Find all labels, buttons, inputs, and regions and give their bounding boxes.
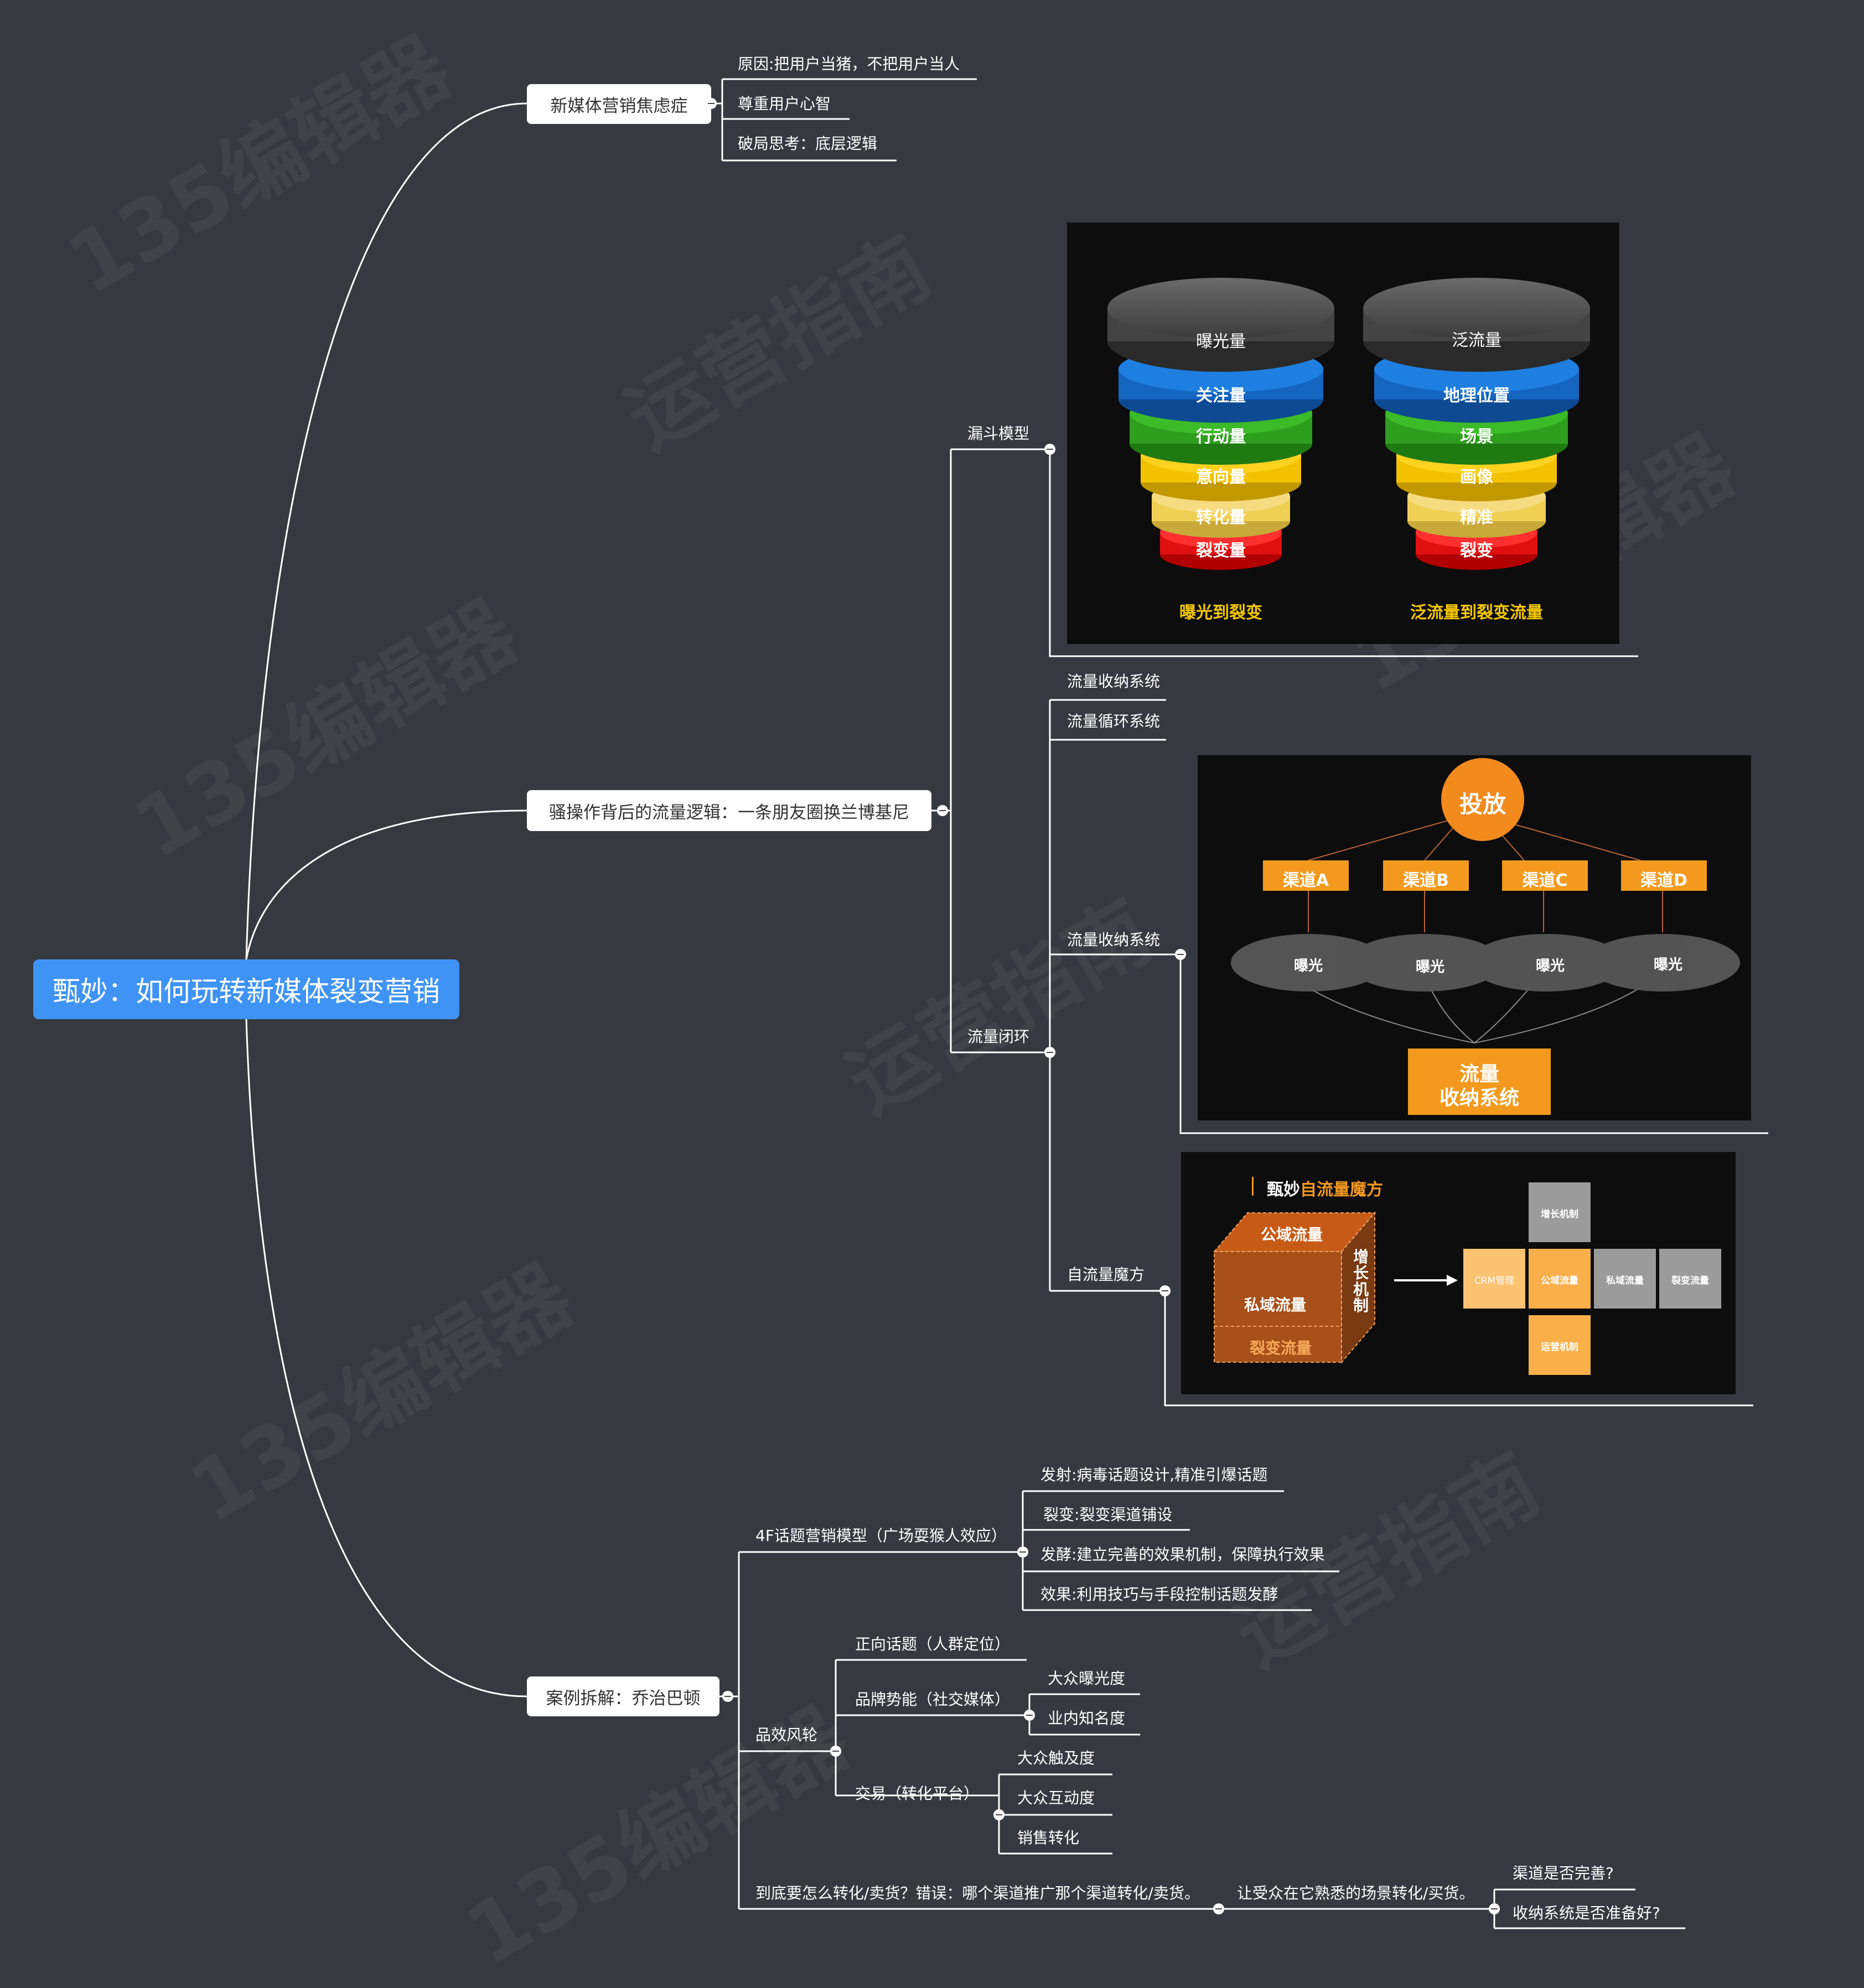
cube-title-prefix: 甄妙	[1267, 1180, 1300, 1200]
subtopic-item[interactable]: 流量收纳系统	[1067, 931, 1161, 949]
flow-sink-label: 流量	[1459, 1063, 1499, 1086]
cube-net-label: 裂变流量	[1671, 1275, 1709, 1286]
collapse-toggle[interactable]	[830, 1746, 841, 1757]
flow-exposure-label: 曝光	[1653, 957, 1682, 973]
subtopic-item[interactable]: 收纳系统是否准备好?	[1513, 1904, 1660, 1922]
flow-exposure-label: 曝光	[1415, 959, 1444, 975]
flow-channel-label: 渠道C	[1522, 871, 1568, 890]
funnel-graphic	[1107, 278, 1590, 570]
cube-net-label: 运营机制	[1541, 1342, 1578, 1353]
flow-sink-label: 收纳系统	[1439, 1087, 1519, 1109]
subtopic-item[interactable]: 破局思考：底层逻辑	[738, 134, 878, 153]
subtopic-item[interactable]: 裂变:裂变渠道铺设	[1043, 1506, 1173, 1524]
funnel-caption: 泛流量到裂变流量	[1410, 603, 1543, 622]
cube-net-label: 公域流量	[1541, 1275, 1578, 1286]
cube-net-label: 私域流量	[1606, 1275, 1644, 1286]
collapse-toggle[interactable]	[1213, 1903, 1224, 1914]
collapse-toggle[interactable]	[1159, 1285, 1171, 1296]
subtopic-item[interactable]: 尊重用户心智	[738, 95, 831, 113]
cube-graphic	[1213, 1177, 1721, 1375]
flow-exposure-label: 曝光	[1293, 958, 1323, 974]
flow-channel-label: 渠道B	[1403, 871, 1449, 890]
flow-exposure-label: 曝光	[1535, 958, 1565, 974]
subtopic-item[interactable]: 原因:把用户当猪，不把用户当人	[738, 55, 960, 73]
funnel-layer-label: 意向量	[1196, 468, 1246, 487]
collapse-toggle[interactable]	[1175, 949, 1186, 960]
cube-face-label: 公域流量	[1260, 1226, 1323, 1244]
collapse-toggle[interactable]	[1044, 1047, 1055, 1058]
subtopic-item[interactable]: 大众曝光度	[1048, 1669, 1126, 1688]
subtopic-item[interactable]: 大众互动度	[1017, 1789, 1095, 1807]
collapse-toggle[interactable]	[1017, 1546, 1028, 1558]
traffic-flow-image: 投放 渠道A 渠道B 渠道C 渠道D 曝光 曝光 曝光 曝光 流量 收纳系统	[1198, 755, 1751, 1120]
subtopic-item[interactable]: 业内知名度	[1048, 1709, 1126, 1727]
collapse-toggle[interactable]	[937, 805, 948, 816]
subtopic-item[interactable]: 效果:利用技巧与手段控制话题发酵	[1040, 1585, 1278, 1603]
subtopic-item[interactable]: 自流量魔方	[1067, 1265, 1145, 1284]
subtopic-item[interactable]: 交易（转化平台）	[855, 1784, 980, 1803]
collapse-toggle[interactable]	[706, 98, 717, 109]
subtopic-item[interactable]: 渠道是否完善?	[1513, 1864, 1614, 1882]
flow-channel-label: 渠道A	[1282, 871, 1329, 890]
funnel-image: 曝光量 关注量 行动量 意向量 转化量 裂变量 曝光到裂变 泛流量 地理位置 场…	[1067, 222, 1619, 644]
cube-face-label: 增长机制	[1353, 1248, 1369, 1315]
root-topic[interactable]: 甄妙：如何玩转新媒体裂变营销	[33, 959, 459, 1019]
funnel-layer-label: 泛流量	[1452, 331, 1501, 350]
funnel-layer-label: 地理位置	[1443, 386, 1510, 406]
funnel-layer-label: 行动量	[1196, 427, 1246, 447]
subtopic-4f-model[interactable]: 4F话题营销模型（广场耍猴人效应）	[755, 1527, 1007, 1545]
collapse-toggle[interactable]	[1044, 444, 1055, 455]
funnel-layer-label: 画像	[1460, 468, 1493, 487]
topic-traffic-logic[interactable]: 骚操作背后的流量逻辑：一条朋友圈换兰博基尼	[527, 790, 931, 831]
cube-net-label: CRM管理	[1474, 1275, 1515, 1286]
subtopic-item[interactable]: 正向话题（人群定位）	[855, 1635, 1011, 1653]
topic-media-anxiety[interactable]: 新媒体营销焦虑症	[527, 84, 711, 124]
collapse-toggle[interactable]	[993, 1809, 1005, 1820]
collapse-toggle[interactable]	[1489, 1903, 1500, 1914]
cube-title: 甄妙自流量魔方	[1267, 1176, 1383, 1200]
cube-net-label: 增长机制	[1541, 1209, 1578, 1220]
funnel-layer-label: 裂变量	[1196, 541, 1246, 560]
topic-case-study[interactable]: 案例拆解：乔治巴顿	[527, 1676, 719, 1716]
cube-face-label: 私域流量	[1244, 1296, 1306, 1314]
subtopic-item[interactable]: 流量收纳系统	[1067, 672, 1161, 691]
subtopic-item[interactable]: 销售转化	[1017, 1829, 1080, 1847]
self-traffic-cube-image: 甄妙自流量魔方 公域流量 私域流量 增长机制 裂变流量 增长机制 CRM管理 公…	[1181, 1152, 1736, 1394]
subtopic-item[interactable]: 品牌势能（社交媒体）	[855, 1690, 1011, 1709]
subtopic-item[interactable]: 大众触及度	[1017, 1749, 1095, 1767]
cube-face-label: 裂变流量	[1249, 1339, 1312, 1357]
subtopic-convert-question[interactable]: 到底要怎么转化/卖货？错误：哪个渠道推广那个渠道转化/卖货。	[755, 1884, 1200, 1902]
funnel-layer-label: 精准	[1460, 508, 1493, 527]
subtopic-convert-answer[interactable]: 让受众在它熟悉的场景转化/买货。	[1237, 1884, 1475, 1902]
subtopic-item[interactable]: 流量循环系统	[1067, 712, 1161, 730]
flow-source-label: 投放	[1459, 791, 1506, 818]
flow-channel-label: 渠道D	[1640, 871, 1687, 890]
funnel-layer-label: 关注量	[1196, 386, 1246, 406]
flow-graphic	[1231, 758, 1740, 1115]
subtopic-traffic-loop[interactable]: 流量闭环	[967, 1027, 1030, 1046]
subtopic-item[interactable]: 发射:病毒话题设计,精准引爆话题	[1040, 1466, 1268, 1484]
subtopic-item[interactable]: 发酵:建立完善的效果机制，保障执行效果	[1040, 1545, 1325, 1564]
cube-title-highlight: 自流量魔方	[1300, 1180, 1383, 1200]
funnel-layer-label: 场景	[1460, 427, 1493, 447]
collapse-toggle[interactable]	[722, 1691, 733, 1702]
collapse-toggle[interactable]	[1024, 1710, 1035, 1721]
funnel-layer-label: 转化量	[1196, 508, 1246, 527]
subtopic-funnel-model[interactable]: 漏斗模型	[967, 424, 1030, 443]
subtopic-brand-wheel[interactable]: 品效风轮	[755, 1726, 818, 1744]
funnel-layer-label: 裂变	[1460, 541, 1493, 560]
funnel-caption: 曝光到裂变	[1179, 603, 1262, 622]
funnel-layer-label: 曝光量	[1196, 332, 1246, 351]
